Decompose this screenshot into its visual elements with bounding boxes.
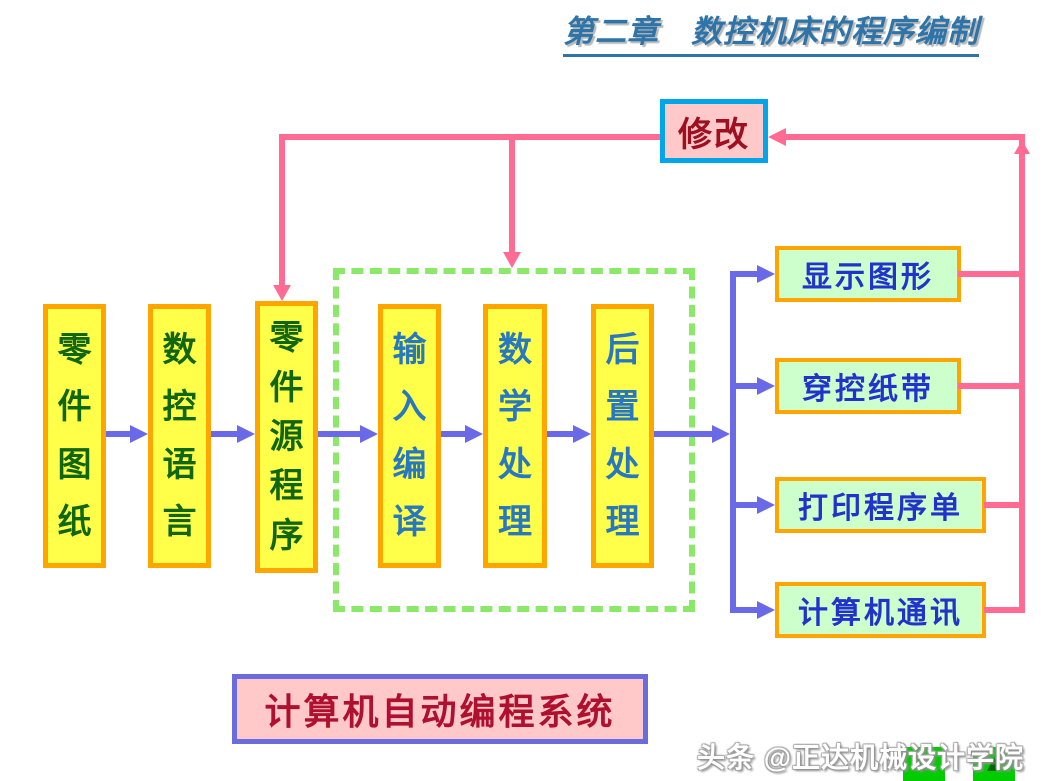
watermark-up-triangle-icon: ▲ bbox=[973, 747, 1015, 781]
flow-line bbox=[318, 431, 360, 437]
feedback-line-top-left bbox=[279, 134, 660, 140]
flow-line bbox=[547, 431, 573, 437]
arrow-down-icon bbox=[503, 252, 521, 268]
box-nc-language: 数控语言 bbox=[148, 304, 211, 568]
arrow-right-icon bbox=[712, 425, 730, 443]
box-computer-communication: 计算机通讯 bbox=[775, 582, 986, 638]
box-part-source-program: 零件源程序 bbox=[255, 301, 318, 573]
feedback-line-to-source bbox=[279, 134, 285, 285]
watermark-down-triangle-icon: ▼ bbox=[903, 747, 945, 781]
arrow-right-icon bbox=[130, 425, 148, 443]
page-title: 第二章 数控机床的程序编制 bbox=[563, 6, 979, 57]
flow-line bbox=[211, 431, 237, 437]
watermark-text: 头条 @正达机械设计学院 bbox=[697, 742, 1025, 773]
arrow-right-icon bbox=[757, 496, 775, 514]
box-input-compile: 输入编译 bbox=[378, 304, 441, 568]
caption-box: 计算机自动编程系统 bbox=[232, 674, 648, 744]
arrow-right-icon bbox=[757, 265, 775, 283]
flow-line bbox=[736, 607, 757, 613]
flow-line bbox=[736, 383, 757, 389]
box-part-drawing: 零件图纸 bbox=[43, 304, 106, 568]
arrow-up-icon bbox=[1014, 140, 1030, 154]
box-print-program-sheet: 打印程序单 bbox=[775, 477, 986, 533]
arrow-right-icon bbox=[465, 425, 483, 443]
arrow-left-icon bbox=[768, 128, 786, 146]
feedback-stub bbox=[958, 383, 1019, 389]
feedback-line-top-right bbox=[786, 134, 1025, 140]
arrow-right-icon bbox=[573, 425, 591, 443]
output-bus-line bbox=[730, 271, 736, 613]
flow-line bbox=[736, 271, 757, 277]
arrow-right-icon bbox=[237, 425, 255, 443]
auto-programming-dashed-frame bbox=[333, 268, 695, 612]
arrow-right-icon bbox=[360, 425, 378, 443]
down-triangle-glyph: ▼ bbox=[912, 750, 936, 777]
box-post-processing: 后置处理 bbox=[591, 304, 654, 568]
arrow-down-icon bbox=[273, 285, 291, 301]
feedback-stub bbox=[958, 271, 1019, 277]
up-triangle-glyph: ▲ bbox=[982, 750, 1006, 777]
flow-line bbox=[654, 431, 712, 437]
flow-line bbox=[106, 431, 130, 437]
flow-line bbox=[441, 431, 465, 437]
modify-box: 修改 bbox=[660, 99, 768, 163]
arrow-right-icon bbox=[757, 601, 775, 619]
feedback-stub bbox=[984, 607, 1019, 613]
box-punch-tape: 穿控纸带 bbox=[775, 358, 961, 414]
arrow-right-icon bbox=[757, 377, 775, 395]
box-display-graphics: 显示图形 bbox=[775, 246, 961, 302]
feedback-stub bbox=[984, 502, 1019, 508]
feedback-bus-line bbox=[1019, 134, 1025, 613]
box-math-processing: 数学处理 bbox=[483, 304, 547, 568]
flow-line bbox=[736, 502, 757, 508]
feedback-line-to-frame bbox=[509, 134, 515, 252]
